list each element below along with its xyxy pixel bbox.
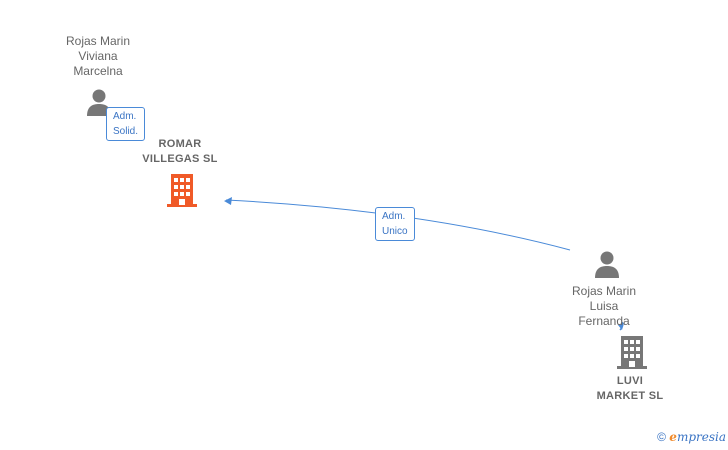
company-name-line: LUVI xyxy=(616,375,644,387)
company-name-line: MARKET SL xyxy=(596,390,664,402)
company-name-line: ROMAR xyxy=(158,138,202,150)
role-badge-line: Solid. xyxy=(113,126,139,137)
brand-initial: e xyxy=(669,430,677,444)
person-icon[interactable] xyxy=(593,250,621,278)
company-building-icon[interactable] xyxy=(166,173,198,207)
person-name-line: Marcelna xyxy=(73,64,123,78)
empresia-logo: © empresia xyxy=(657,430,726,444)
role-badge-line: Adm. xyxy=(113,111,137,122)
person-name-line: Fernanda xyxy=(578,314,630,328)
company-node-label[interactable]: ROMAR VILLEGAS SL xyxy=(120,137,240,167)
person-name-line: Rojas Marin xyxy=(571,284,637,298)
brand-name: mpresia xyxy=(676,430,726,444)
role-badge-adm-solid[interactable]: Adm. Solid. xyxy=(106,107,146,141)
company-name-line: VILLEGAS SL xyxy=(142,153,218,165)
person-node-label[interactable]: Rojas Marin Viviana Marcelna xyxy=(48,34,148,79)
person-name-line: Luisa xyxy=(589,299,619,313)
person-node-label[interactable]: Rojas Marin Luisa Fernanda xyxy=(554,284,654,329)
role-badge-adm-unico[interactable]: Adm. Unico xyxy=(375,207,415,241)
person-icon[interactable] xyxy=(85,88,113,116)
copyright-symbol: © xyxy=(657,430,666,444)
role-badge-line: Adm. xyxy=(382,211,406,222)
edge-arrowhead-small xyxy=(618,323,624,330)
edge-arrowhead xyxy=(224,197,232,205)
person-name-line: Rojas Marin xyxy=(65,34,131,48)
company-node-label[interactable]: LUVI MARKET SL xyxy=(570,374,690,404)
company-building-icon[interactable] xyxy=(616,335,648,369)
role-badge-line: Unico xyxy=(382,226,408,237)
person-name-line: Viviana xyxy=(78,49,118,63)
